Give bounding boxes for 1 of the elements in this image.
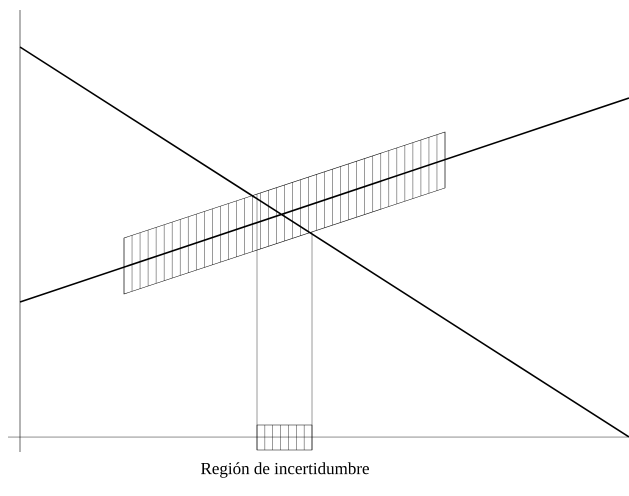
- axis-label: Región de incertidumbre: [201, 462, 369, 478]
